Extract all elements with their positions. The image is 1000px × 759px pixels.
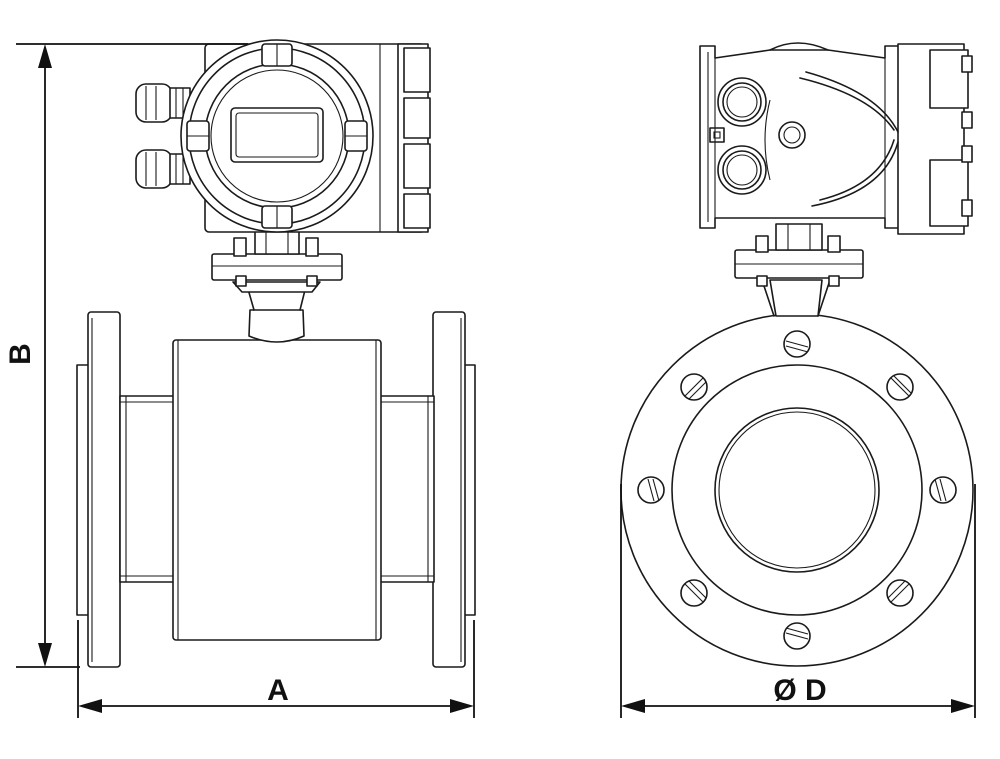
front-display-cover [180, 39, 374, 233]
side-bolt-hole [637, 476, 665, 504]
side-mount-bolt [755, 235, 769, 287]
front-mount-bolt [305, 237, 319, 287]
side-bolt-hole [680, 579, 708, 607]
side-bolt-hole [783, 330, 811, 358]
front-view [76, 39, 476, 668]
front-meter-body [172, 339, 382, 641]
side-cable-gland-bottom [717, 145, 767, 195]
front-display-window [230, 107, 324, 163]
front-stem [232, 281, 321, 343]
side-view [620, 42, 974, 667]
side-transmitter-housing [699, 42, 973, 235]
side-bore [714, 407, 880, 573]
side-stem [761, 279, 831, 317]
side-mount-bolt [827, 235, 841, 287]
side-bolt-hole [886, 373, 914, 401]
side-bolt-hole [783, 622, 811, 650]
front-mount-bolt [233, 237, 247, 287]
front-cable-gland-bottom [135, 149, 191, 189]
front-left-neck [119, 395, 177, 583]
front-right-flange [432, 311, 476, 668]
dimension-b-label: B [4, 343, 37, 365]
dimension-b: B [4, 43, 248, 668]
side-flange [620, 313, 974, 667]
side-bolt-hole [680, 373, 708, 401]
side-bolt-hole [929, 476, 957, 504]
front-cable-gland-top [135, 83, 191, 123]
side-cable-gland-top [717, 77, 767, 127]
front-right-neck [377, 395, 435, 583]
side-mount-plate [734, 223, 864, 287]
dimension-d: Ø D [620, 484, 976, 718]
side-ground-terminal [709, 127, 725, 143]
dimension-a-label: A [267, 674, 289, 707]
side-bolt-hole [886, 579, 914, 607]
dimension-a: A [77, 620, 475, 718]
front-mount-plate [211, 227, 343, 287]
dimension-d-label: Ø D [773, 674, 826, 707]
front-left-flange [76, 311, 121, 668]
side-bolt-holes [637, 330, 957, 650]
